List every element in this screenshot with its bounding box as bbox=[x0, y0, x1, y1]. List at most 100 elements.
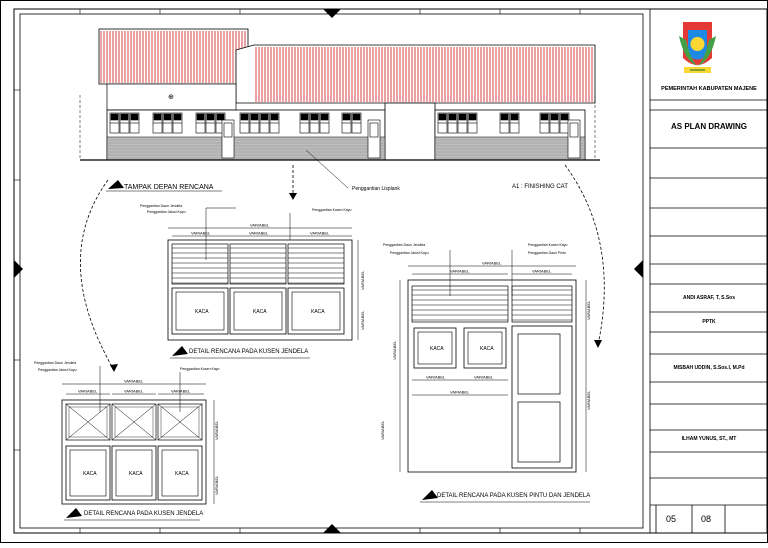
dim-label-v: VARIABEL bbox=[214, 475, 219, 495]
detail1-title: DETAIL RENCANA PADA KUSEN JENDELA bbox=[189, 349, 308, 355]
front-view-title-group: TAMPAK DEPAN RENCANA bbox=[106, 180, 222, 192]
dim-label: VARIABEL bbox=[532, 269, 552, 274]
kaca-label: KACA bbox=[195, 309, 209, 315]
left-roof bbox=[98, 28, 249, 85]
staff-3: ILHAM YUNUS, ST., MT bbox=[681, 436, 737, 442]
detail3-title: DETAIL RENCANA PADA KUSEN JENDELA bbox=[84, 511, 203, 517]
note-kusen-kayu: Penggantian Kusen Kayu bbox=[528, 243, 568, 247]
window-pane bbox=[438, 113, 447, 121]
dim-label-v: VARIABEL bbox=[586, 390, 591, 410]
dim-label: VARIABEL bbox=[426, 375, 446, 380]
dim-label: VARIABEL bbox=[482, 261, 502, 266]
window-pane bbox=[196, 113, 205, 121]
note-kusen-jendela: Penggantian Daun Jendela bbox=[383, 243, 425, 247]
dim-label: VARIABEL bbox=[124, 389, 144, 394]
window-pane bbox=[173, 113, 182, 121]
arrow-heads bbox=[110, 193, 602, 372]
note-kusen-jendela: Penggantian Daun Jendela bbox=[34, 361, 76, 365]
window-pane bbox=[352, 113, 361, 121]
note-daun-pintu: Penggantian Daun Pintu bbox=[528, 251, 566, 255]
dim-label-v: VARIABEL bbox=[214, 420, 219, 440]
dim-label: VARIABEL bbox=[474, 375, 494, 380]
front-elevation: ⊕ bbox=[79, 28, 600, 161]
note-jalusi: Penggantian Jalusi Kayu bbox=[390, 251, 429, 255]
kaca-label: KACA bbox=[311, 309, 325, 315]
dim-label-v: VARIABEL bbox=[360, 310, 365, 330]
window-pane bbox=[270, 113, 279, 121]
window-pane bbox=[260, 113, 269, 121]
ruler-ticks bbox=[14, 9, 581, 533]
dim-label-v: VARIABEL bbox=[380, 420, 385, 440]
note-kusen-kayu: Penggantian Kusen Kayu bbox=[312, 208, 352, 212]
detail-door-window: KACA KACA VARIABEL VARIABEL VARIABEL VARIABEL… bbox=[380, 243, 591, 473]
kaca-label: KACA bbox=[83, 471, 97, 477]
dim-label: VARIABEL bbox=[250, 223, 270, 228]
front-view-title: TAMPAK DEPAN RENCANA bbox=[124, 184, 214, 191]
svg-text:⊕: ⊕ bbox=[168, 94, 174, 101]
dim-label-v: VARIABEL bbox=[392, 340, 397, 360]
window-pane bbox=[458, 113, 467, 121]
centering-marks bbox=[14, 9, 643, 533]
sheet-number: 05 bbox=[666, 514, 677, 524]
staff-1: ANDI ASRAF, T, S.Sos bbox=[682, 295, 736, 301]
window-pane bbox=[120, 113, 129, 121]
window-pane bbox=[216, 113, 225, 121]
brick-plinth bbox=[106, 136, 586, 161]
dim-label: VARIABEL bbox=[249, 231, 269, 236]
kaca-label: KACA bbox=[253, 309, 267, 315]
kaca-label: KACA bbox=[129, 471, 143, 477]
window-pane bbox=[448, 113, 457, 121]
title-block bbox=[649, 8, 768, 534]
window-pane bbox=[250, 113, 259, 121]
pptk-role: PPTK bbox=[702, 319, 716, 325]
detail-window-left: KACA KACA KACA VARIABEL VARIABEL VARIABEL VARI… bbox=[34, 361, 220, 505]
reference-arrows bbox=[80, 164, 605, 371]
detail2-title-group: DETAIL RENCANA PADA KUSEN PINTU DAN JEND… bbox=[420, 490, 590, 503]
window-pane bbox=[560, 113, 569, 121]
dim-label: VARIABEL bbox=[171, 389, 191, 394]
note-jalusi: Penggantian Jalusi Kayu bbox=[38, 368, 77, 372]
drawing-type: AS PLAN DRAWING bbox=[671, 122, 747, 131]
detail1-title-group: DETAIL RENCANA PADA KUSEN JENDELA bbox=[170, 346, 310, 359]
window-pane bbox=[206, 113, 215, 121]
total-sheets: 08 bbox=[701, 514, 712, 524]
note-kusen-kayu: Penggantian Kusen Kayu bbox=[180, 367, 220, 371]
dim-label-v: VARIABEL bbox=[586, 300, 591, 320]
window-pane bbox=[550, 113, 559, 121]
kaca-label: KACA bbox=[175, 471, 189, 477]
finish-note: A1 : FINISHING CAT bbox=[512, 184, 568, 190]
detail3-title-group: DETAIL RENCANA PADA KUSEN JENDELA bbox=[64, 508, 203, 521]
window-pane bbox=[130, 113, 139, 121]
staff-2: MISBAH UDDIN, S.Sos.I, M.Pd bbox=[673, 365, 745, 371]
kaca-label: KACA bbox=[430, 346, 444, 352]
window-pane bbox=[320, 113, 329, 121]
dim-label: VARIABEL bbox=[191, 231, 211, 236]
kaca-label: KACA bbox=[480, 346, 494, 352]
dim-label: VARIABEL bbox=[78, 389, 98, 394]
window-pane bbox=[468, 113, 477, 121]
window-pane bbox=[240, 113, 249, 121]
window-pane bbox=[163, 113, 172, 121]
window-pane bbox=[310, 113, 319, 121]
dim-label: VARIABEL bbox=[450, 390, 470, 395]
window-pane bbox=[540, 113, 549, 121]
agency-name: PEMERINTAH KABUPATEN MAJENE bbox=[661, 86, 757, 92]
window-pane bbox=[510, 113, 519, 121]
detail-window-frame: KACA KACA KACA VARIABEL VARIABEL VARIABEL VARI… bbox=[140, 204, 365, 341]
dim-label: VARIABEL bbox=[450, 269, 470, 274]
window-pane bbox=[342, 113, 351, 121]
dim-label: VARIABEL bbox=[124, 379, 144, 384]
window-pane bbox=[110, 113, 119, 121]
window-pane bbox=[153, 113, 162, 121]
lisplank-note: Penggantian Lisplank bbox=[352, 186, 400, 192]
note-kusen-jendela: Penggantian Daun Jendela bbox=[140, 204, 182, 208]
dim-label-v: VARIABEL bbox=[360, 270, 365, 290]
note-jalusi: Penggantian Jalusi Kayu bbox=[147, 210, 186, 214]
dim-label: VARIABEL bbox=[310, 231, 330, 236]
window-pane bbox=[300, 113, 309, 121]
window-pane bbox=[500, 113, 509, 121]
regency-logo bbox=[679, 22, 716, 73]
detail2-title: DETAIL RENCANA PADA KUSEN PINTU DAN JEND… bbox=[437, 493, 590, 499]
